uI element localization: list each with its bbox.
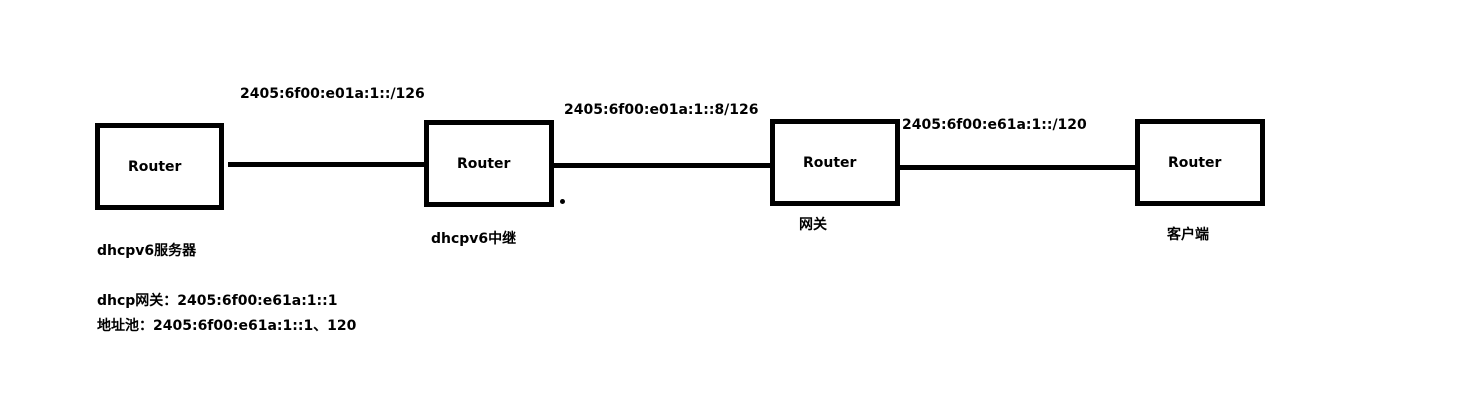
link-label-server-relay: 2405:6f00:e01a:1::/126 xyxy=(240,86,425,102)
router-node-dhcpv6-relay: Router xyxy=(424,120,554,207)
note-address-pool: 地址池：2405:6f00:e61a:1::1、120 xyxy=(97,318,357,334)
router-label: Router xyxy=(803,155,857,171)
link-gateway-client xyxy=(893,165,1139,170)
caption-client: 客户端 xyxy=(1167,227,1209,243)
link-relay-gateway xyxy=(552,163,774,168)
router-label: Router xyxy=(457,156,511,172)
caption-gateway: 网关 xyxy=(799,217,827,233)
note-dhcp-gateway: dhcp网关：2405:6f00:e61a:1::1 xyxy=(97,293,338,309)
router-label: Router xyxy=(1168,155,1222,171)
router-label: Router xyxy=(128,159,182,175)
connector-dot xyxy=(560,199,565,204)
caption-dhcpv6-server: dhcpv6服务器 xyxy=(97,243,197,259)
router-node-client: Router xyxy=(1135,119,1265,206)
link-server-relay xyxy=(228,162,428,167)
router-node-dhcpv6-server: Router xyxy=(95,123,224,210)
caption-dhcpv6-relay: dhcpv6中继 xyxy=(431,231,517,247)
link-label-relay-gateway: 2405:6f00:e01a:1::8/126 xyxy=(564,102,759,118)
router-node-gateway: Router xyxy=(770,119,900,206)
link-label-gateway-client: 2405:6f00:e61a:1::/120 xyxy=(902,117,1087,133)
